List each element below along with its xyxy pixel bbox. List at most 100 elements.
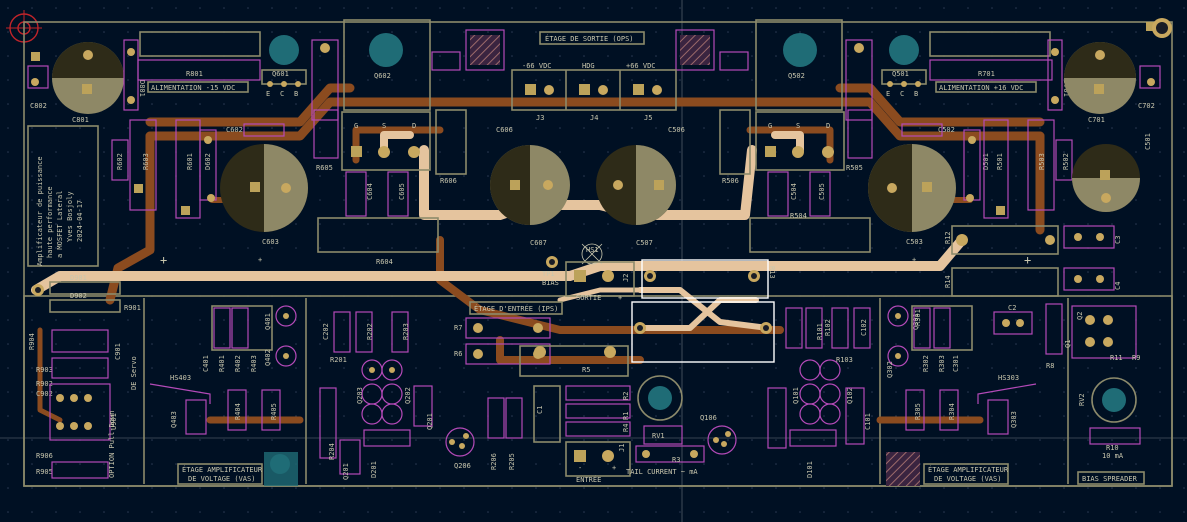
capacitor-c3[interactable]: C3 (1063, 225, 1122, 249)
capacitor-c604[interactable]: C604 (345, 171, 374, 217)
ref-c1: C1 (536, 406, 544, 414)
capacitor-c504[interactable]: C504 (767, 171, 798, 217)
svg-text:J2: J2 (622, 274, 630, 282)
mosfet-q502[interactable]: Q502 (755, 19, 873, 121)
connector-j1-entree[interactable]: J1 - + ENTRÉE (565, 441, 631, 484)
capacitor-c802[interactable]: C802 (27, 52, 49, 110)
label-sortie: SORTIE (576, 294, 601, 302)
capacitor-c702[interactable]: C702 (1138, 22, 1161, 110)
bias-spreader-section: Q1 Q2 R11 R9 RV2 R10 10 mA BIAS SPREADER (1064, 305, 1145, 485)
ref-r302: R302 (922, 355, 930, 372)
ref-c505: C505 (818, 183, 826, 200)
transistor-q601[interactable]: Q601 E C B (261, 35, 307, 98)
resistor-r501[interactable]: R501 (983, 119, 1009, 219)
resistor-r801[interactable]: R801 (137, 31, 261, 81)
resistor-r602[interactable]: R602 (111, 139, 129, 181)
ref-c401: C401 (202, 355, 210, 372)
label-vas-right-2: DE VOLTAGE (VAS) (934, 475, 1001, 483)
capacitor-c1[interactable]: C1 (533, 385, 561, 443)
ref-c507: C507 (636, 239, 653, 247)
transistor-q106[interactable]: Q106 (700, 414, 737, 455)
label-hs5303: HS303 (998, 374, 1019, 382)
resistor-r14[interactable]: R14 (944, 267, 1059, 297)
resistor-r701[interactable]: R701 (929, 31, 1053, 81)
test-point-tp1[interactable]: TP1 BIAS (542, 256, 559, 287)
ref-d602: D602 (204, 153, 212, 170)
ref-c501: C501 (1144, 133, 1152, 150)
resistor-r504[interactable]: R504 (749, 212, 871, 253)
ref-q501: Q501 (892, 70, 909, 78)
resistor-r3[interactable]: R3 (635, 445, 705, 464)
ref-r201: R201 (330, 356, 347, 364)
resistor-r8[interactable]: R8 (1045, 303, 1063, 370)
svg-text:+: + (160, 253, 167, 267)
mosfet-q602-pins[interactable]: G S D (341, 111, 431, 171)
svg-text:ÉTAGE D'ENTRÉE (IPS): ÉTAGE D'ENTRÉE (IPS) (474, 304, 558, 313)
ref-r903: R903 (36, 366, 53, 374)
ref-r606: R606 (440, 177, 457, 185)
resistor-r5[interactable]: R5 (519, 345, 629, 377)
resistor-r502[interactable]: R502 (1055, 139, 1073, 181)
potentiometer-rv1[interactable]: RV1 (637, 375, 683, 445)
svg-text:+: + (258, 256, 262, 264)
capacitor-c605[interactable]: C605 (387, 171, 409, 217)
heatsink-hs1-marker: HS1 (581, 243, 603, 265)
resistor-r603[interactable]: R603 (129, 119, 157, 211)
ref-r401: R401 (218, 355, 226, 372)
ref-r504: R504 (790, 212, 807, 220)
ref-r405: R405 (270, 403, 278, 420)
diode-d902[interactable]: D902 (49, 292, 121, 313)
ref-c101: C101 (864, 413, 872, 430)
diode-d602[interactable]: D602 (199, 129, 217, 202)
resistor-r606[interactable]: R606 (435, 109, 467, 185)
label-vas-left-2: DE VOLTAGE (VAS) (188, 475, 255, 483)
svg-text:D: D (826, 122, 830, 130)
capacitor-c505[interactable]: C505 (809, 171, 831, 217)
capacitor-c603[interactable]: C603 + (220, 144, 308, 264)
svg-text:G: G (768, 122, 772, 130)
ref-rv2: RV2 (1078, 393, 1086, 406)
capacitor-c501[interactable]: C501 (1072, 133, 1152, 212)
ref-c606: C606 (496, 126, 513, 134)
connector-j2-sortie[interactable]: J2 - SORTIE + (565, 261, 635, 302)
ref-r605: R605 (316, 164, 333, 172)
ref-d201: D201 (370, 461, 378, 478)
resistor-r605[interactable]: R605 (313, 109, 339, 172)
diode-d901[interactable]: D901 (49, 274, 121, 295)
resistor-r505[interactable]: R505 (846, 109, 873, 172)
ref-c701: C701 (1088, 116, 1105, 124)
capacitor-c801[interactable]: C801 (52, 42, 124, 124)
resistor-r12[interactable]: R12 (944, 225, 1059, 255)
resistors-r1-r4[interactable]: R2 R1 R4 (565, 385, 631, 437)
svg-text:2024-04-17: 2024-04-17 (76, 200, 84, 242)
capacitor-c507[interactable]: C507 (596, 145, 676, 247)
ref-c802: C802 (30, 102, 47, 110)
capacitor-c701[interactable]: C701 (1064, 42, 1136, 124)
connector-power[interactable]: -66 VDC HDG +66 VDC J3 J4 J5 (511, 62, 677, 122)
ref-c503: C503 (906, 238, 923, 246)
diode-d501[interactable]: D501 (963, 129, 990, 202)
resistor-r7[interactable]: R7 (454, 317, 551, 339)
ref-c202: C202 (322, 323, 330, 340)
resistor-r503[interactable]: R503 (1027, 119, 1055, 211)
transistor-q501[interactable]: Q501 E C B (881, 35, 927, 98)
capacitor-c607[interactable]: C607 (490, 145, 570, 247)
ref-c605: C605 (398, 183, 406, 200)
svg-text:J5: J5 (644, 114, 652, 122)
svg-text:G: G (354, 122, 358, 130)
ref-c602: C602 (226, 126, 243, 134)
relay-footprint[interactable]: R13 (631, 259, 776, 363)
mosfet-q602[interactable]: Q602 (311, 19, 431, 121)
ref-r9: R9 (1132, 354, 1140, 362)
mosfet-q502-pins[interactable]: G S D (755, 111, 845, 171)
capacitor-c2[interactable]: C2 (993, 304, 1033, 335)
ref-r13: R13 (768, 266, 776, 279)
resistor-r604[interactable]: R604 (317, 217, 439, 266)
ref-c607: C607 (530, 239, 547, 247)
resistor-r506[interactable]: R506 (719, 109, 751, 185)
capacitor-c4[interactable]: C4 (1063, 267, 1122, 291)
ref-c102: C102 (860, 319, 868, 336)
capacitor-c503[interactable]: C503 + (868, 144, 956, 264)
svg-text:J3: J3 (536, 114, 544, 122)
